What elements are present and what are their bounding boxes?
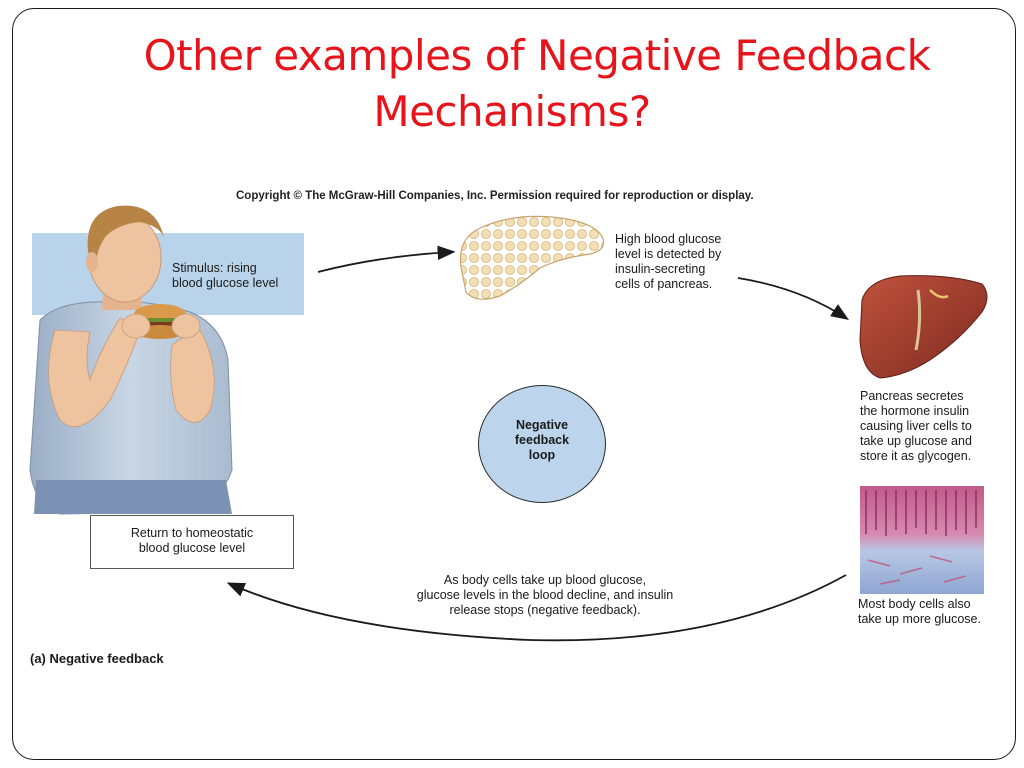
liver-illustration — [859, 275, 988, 379]
homeostasis-box — [90, 515, 294, 569]
liver-text-line: the hormone insulin — [860, 404, 970, 418]
pancreas-text-line: level is detected by — [615, 247, 722, 261]
slide-title-line-1: Other examples of Negative Feedback — [143, 31, 931, 80]
homeostasis-label: Return to homeostatic blood glucose leve… — [90, 526, 294, 556]
stimulus-line: Stimulus: rising — [172, 261, 257, 275]
decline-text-line: glucose levels in the blood decline, and… — [416, 588, 674, 602]
slide-title: Other examples of Negative Feedback Mech… — [0, 28, 1024, 140]
loop-label-line: feedback — [514, 433, 570, 447]
tissue-text-line: Most body cells also — [858, 597, 971, 611]
pancreas-illustration — [459, 215, 605, 300]
body-tissue-illustration — [860, 486, 984, 594]
liver-text-line: Pancreas secretes — [860, 389, 964, 403]
liver-text-line: causing liver cells to — [860, 419, 972, 433]
pancreas-detection-text: High blood glucose level is detected by … — [615, 232, 721, 292]
arrow-pancreas-to-liver — [737, 277, 850, 320]
negative-feedback-loop-label: Negative feedback loop — [478, 418, 606, 463]
stimulus-panel — [32, 233, 304, 315]
glucose-decline-text: As body cells take up blood glucose, glu… — [380, 573, 710, 618]
pancreas-text-line: insulin-secreting — [615, 262, 706, 276]
figure-caption: (a) Negative feedback — [30, 651, 164, 666]
loop-label-line: Negative — [515, 418, 569, 432]
negative-feedback-loop-circle — [478, 385, 606, 503]
arrow-tissue-to-return — [226, 574, 847, 642]
stimulus-label: Stimulus: rising blood glucose level — [172, 261, 278, 291]
pancreas-text-line: High blood glucose — [615, 232, 722, 246]
homeostasis-line: blood glucose level — [138, 541, 246, 555]
homeostasis-line: Return to homeostatic — [130, 526, 254, 540]
tissue-text-line: take up more glucose. — [858, 612, 981, 626]
decline-text-line: release stops (negative feedback). — [449, 603, 641, 617]
slide-title-line-2: Mechanisms? — [373, 87, 651, 136]
arrow-stimulus-to-pancreas — [317, 245, 456, 273]
liver-text-line: take up glucose and — [860, 434, 972, 448]
decline-text-line: As body cells take up blood glucose, — [443, 573, 647, 587]
person-eating-illustration — [29, 205, 233, 515]
tissue-glucose-text: Most body cells also take up more glucos… — [858, 597, 981, 627]
pancreas-text-line: cells of pancreas. — [615, 277, 713, 291]
liver-insulin-text: Pancreas secretes the hormone insulin ca… — [860, 389, 972, 464]
copyright-notice: Copyright © The McGraw-Hill Companies, I… — [236, 190, 754, 202]
loop-label-line: loop — [528, 448, 556, 462]
liver-text-line: store it as glycogen. — [860, 449, 972, 463]
stimulus-line: blood glucose level — [172, 276, 279, 290]
